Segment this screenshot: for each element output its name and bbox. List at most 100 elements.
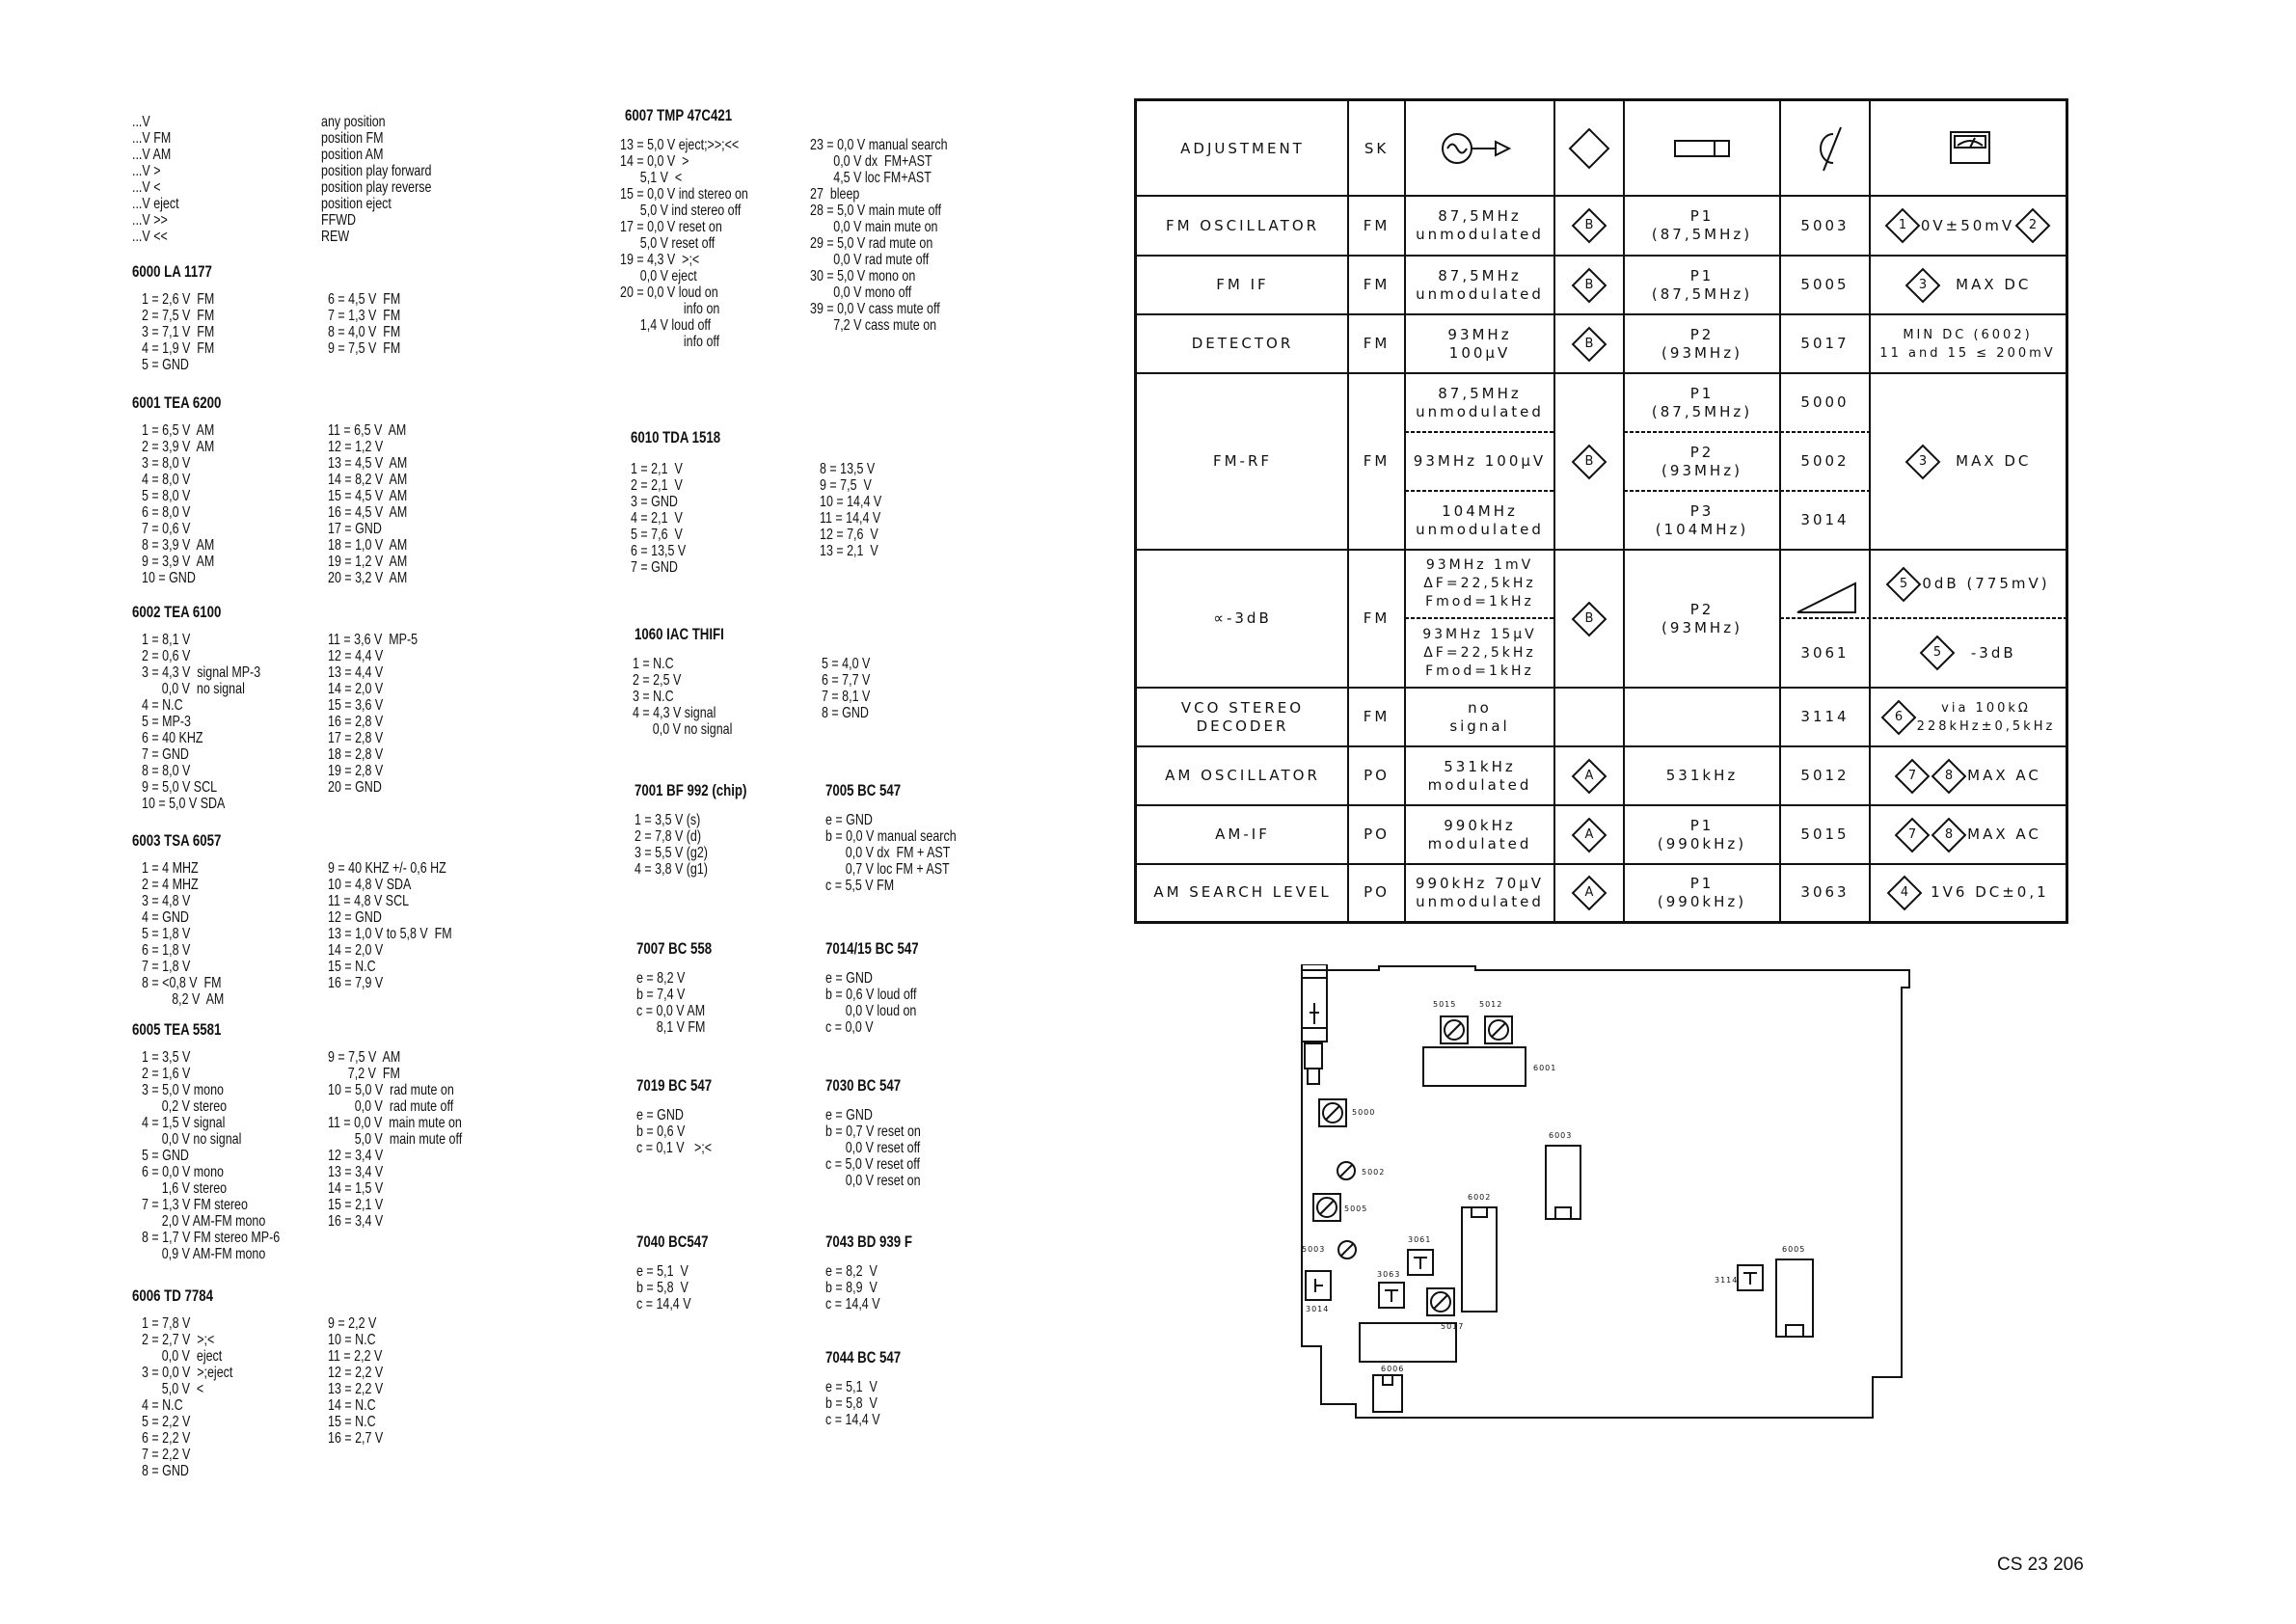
table-grid — [1137, 101, 2066, 921]
ic-heading: 7014/15 BC 547 — [825, 939, 919, 958]
ic-heading: 7044 BC 547 — [825, 1348, 902, 1367]
cell-text: VCO STEREO — [1180, 698, 1305, 717]
voltage-line: 0,0 V mono off — [810, 284, 912, 301]
diamond-icon: B — [1571, 207, 1607, 244]
signal-generator-icon — [1442, 133, 1512, 164]
voltage-line: 5,0 V main mute off — [328, 1131, 463, 1148]
pcb-component-label: 6003 — [1549, 1131, 1572, 1140]
voltage-line: 0,0 V eject — [620, 268, 697, 284]
voltage-line: 4 = 4,3 V signal — [633, 705, 716, 721]
voltage-line: 18 = 2,8 V — [328, 746, 384, 763]
cell-text: FM — [1363, 708, 1391, 725]
voltage-line: 12 = GND — [328, 909, 382, 926]
voltage-line: 15 = 0,0 V ind stereo on — [620, 186, 748, 203]
voltage-line: c = 14,4 V — [636, 1296, 691, 1313]
cell-text: 531kHz — [1444, 757, 1516, 775]
voltage-line: e = 8,2 V — [825, 1263, 878, 1280]
voltage-line: 0,7 V loc FM + AST — [825, 861, 950, 878]
voltage-line: 6 = 40 KHZ — [142, 730, 203, 746]
voltage-line: 15 = N.C — [328, 1414, 376, 1430]
voltage-line: 0,0 V main mute on — [810, 219, 938, 235]
cell-text: P3 — [1689, 501, 1715, 520]
row-name: FM OSCILLATOR — [1137, 196, 1348, 256]
pcb-component-label: 3114 — [1715, 1276, 1738, 1285]
voltage-line: 15 = N.C — [328, 959, 376, 975]
voltage-line: 19 = 4,3 V >;< — [620, 252, 700, 268]
cell-text: (93MHz) — [1661, 461, 1742, 479]
cell-text: PO — [1364, 767, 1390, 784]
voltage-line: 4 = 2,1 V — [631, 510, 683, 527]
cell-text: Fmod=1kHz — [1425, 594, 1534, 609]
row-sk: FM — [1348, 550, 1405, 688]
diamond-cell: B — [1554, 314, 1624, 373]
voltage-line: 6 = 13,5 V — [631, 543, 687, 559]
voltage-line: b = 0,0 V manual search — [825, 828, 957, 845]
voltage-line: 4 = N.C — [142, 697, 183, 714]
voltage-line: 6 = 1,8 V — [142, 942, 191, 959]
voltage-line: 9 = 7,5 V FM — [328, 340, 401, 357]
diamond-icon: B — [1571, 444, 1607, 479]
cell-text: P2 — [1689, 600, 1715, 618]
diamond-cell: B — [1554, 256, 1624, 314]
voltage-line: 6 = 2,2 V — [142, 1430, 191, 1447]
trimmer-cell: 5015 — [1780, 805, 1870, 864]
voltage-line: e = 8,2 V — [636, 970, 686, 987]
voltage-line: ...V eject — [132, 196, 179, 212]
diamond-cell: A — [1554, 864, 1624, 921]
voltage-line: 20 = 0,0 V loud on — [620, 284, 718, 301]
meter-cell: 4 1V6 DC±0,1 — [1870, 864, 2066, 921]
cell-text: unmodulated — [1416, 284, 1544, 303]
voltage-line: 0,0 V rad mute off — [810, 252, 930, 268]
pcb-component-label: 6002 — [1468, 1193, 1491, 1202]
voltage-line: 18 = 1,0 V AM — [328, 537, 408, 554]
row-sk: FM — [1348, 256, 1405, 314]
voltage-line: 8 = 3,9 V AM — [142, 537, 215, 554]
voltage-line: 2 = 1,6 V — [142, 1066, 191, 1082]
voltage-line: 15 = 3,6 V — [328, 697, 384, 714]
voltage-line: 12 = 1,2 V — [328, 439, 384, 455]
voltage-line: 13 = 2,1 V — [820, 543, 878, 559]
voltage-line: 7,2 V FM — [328, 1066, 400, 1082]
cell-text: 93MHz 100μV — [1413, 452, 1547, 470]
voltage-line: 4 = 1,5 V signal — [142, 1115, 226, 1131]
voltage-line: 0,0 V reset off — [825, 1140, 921, 1156]
voltage-line: 4,5 V loc FM+AST — [810, 170, 932, 186]
voltage-line: position play forward — [321, 163, 432, 179]
voltage-line: 13 = 1,0 V to 5,8 V FM — [328, 926, 452, 942]
number-diamond-icon: 5 — [1919, 635, 1956, 671]
voltage-line: 6 = 4,5 V FM — [328, 291, 401, 308]
pin-voltage-list: 1 = 3,5 V (s)2 = 7,8 V (d)3 = 5,5 V (g2)… — [635, 812, 708, 878]
voltage-line: 0,0 V rad mute off — [328, 1098, 454, 1115]
cell-text: signal — [1449, 717, 1510, 735]
cell-text: unmodulated — [1416, 520, 1544, 538]
voltage-line: 3 = GND — [631, 494, 678, 510]
meter-cell: 5 -3dB — [1870, 618, 2066, 688]
voltage-line: 5 = MP-3 — [142, 714, 191, 730]
ic-heading: 6001 TEA 6200 — [132, 393, 222, 412]
voltage-line: 10 = GND — [142, 570, 196, 586]
voltage-line: ...V > — [132, 163, 161, 179]
cell-text: AM SEARCH LEVEL — [1153, 883, 1332, 901]
trimmer-cell: 3061 — [1780, 618, 1870, 688]
voltage-line: info off — [620, 334, 720, 350]
cell-text: modulated — [1427, 834, 1532, 853]
voltage-line: 3 = 0,0 V >;eject — [142, 1365, 233, 1381]
cell-text: 11 and 15 ≤ 200mV — [1879, 345, 2056, 361]
voltage-line: e = GND — [825, 1107, 873, 1123]
cell-text: FM OSCILLATOR — [1165, 216, 1320, 234]
voltage-line: 8 = GND — [142, 1463, 189, 1479]
voltage-line: 10 = N.C — [328, 1332, 376, 1348]
cell-text: 5015 — [1800, 826, 1850, 843]
diamond-icon: B — [1571, 267, 1607, 303]
voltage-line: 7 = 8,1 V — [822, 689, 871, 705]
voltage-line: 7 = GND — [142, 746, 189, 763]
voltage-line: c = 14,4 V — [825, 1296, 880, 1313]
cell-text: (87,5MHz) — [1651, 226, 1753, 243]
cell-text: 87,5MHz — [1438, 207, 1522, 225]
generator-cell: P1(87,5MHz) — [1624, 373, 1780, 432]
voltage-line: ...V << — [132, 229, 168, 245]
